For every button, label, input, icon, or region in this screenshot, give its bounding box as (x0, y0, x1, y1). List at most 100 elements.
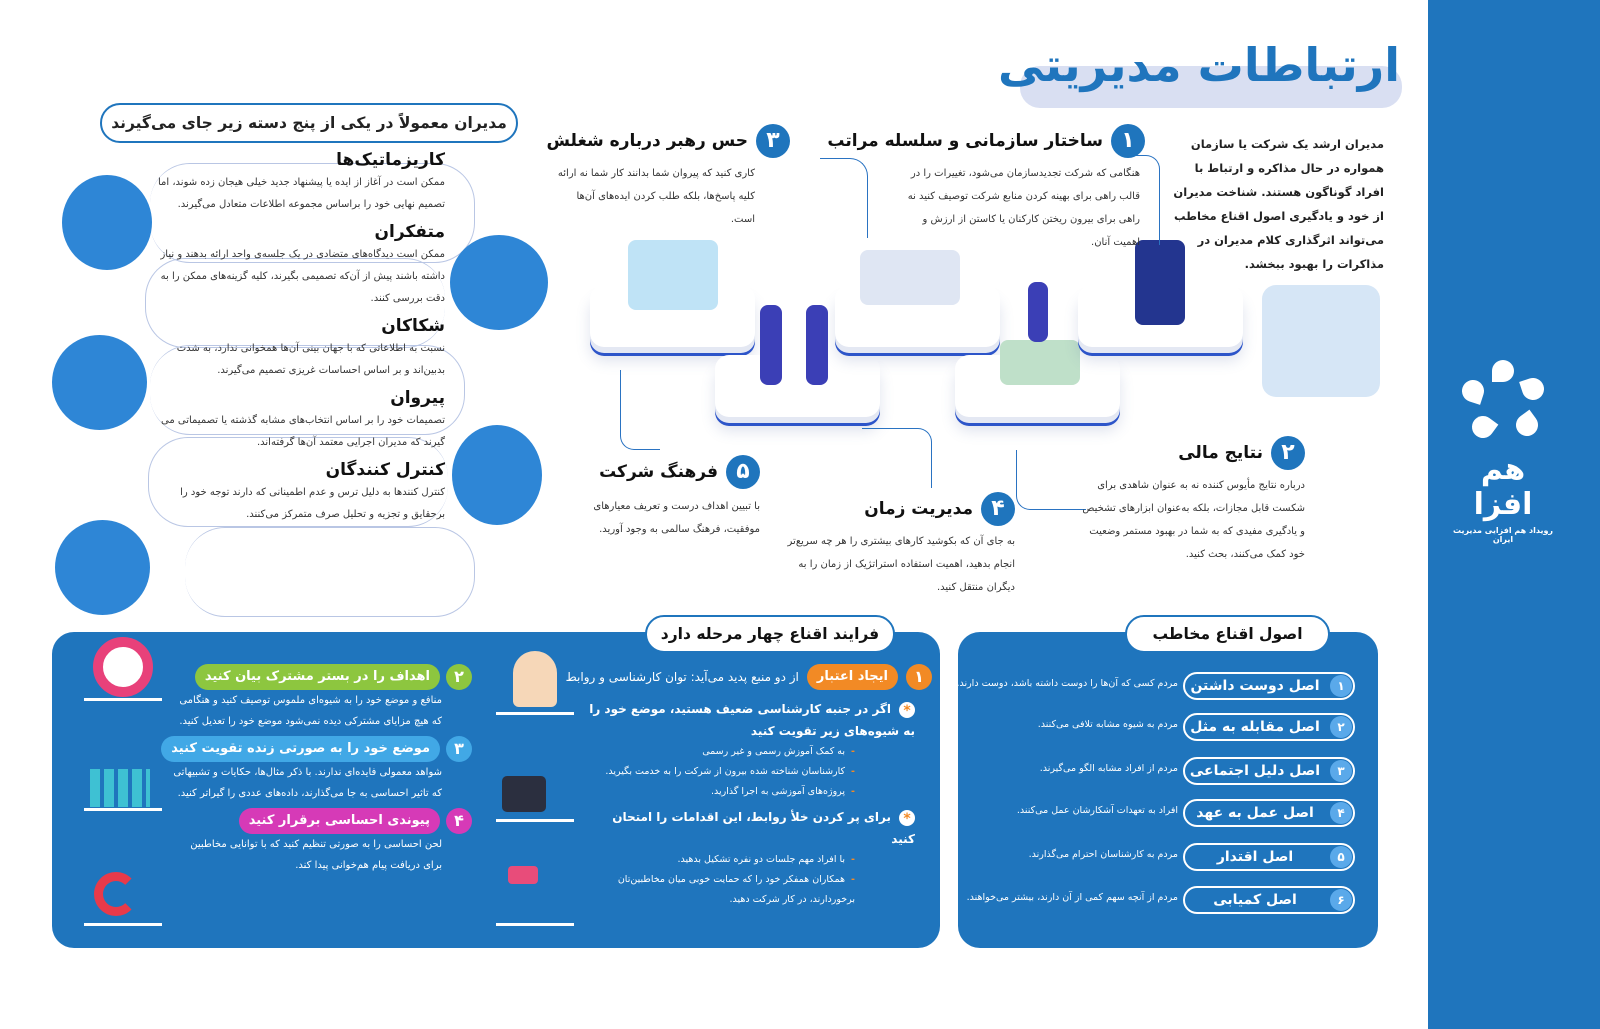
magnet-icon (84, 858, 162, 926)
type-followers: پیروان تصمیمات خود را بر اساس انتخاب‌های… (155, 386, 445, 454)
process-header: فرایند اقناع چهار مرحله دارد (645, 615, 895, 653)
step-1: ۱ ایجاد اعتبار از دو منبع پدید می‌آید: ت… (560, 664, 932, 690)
type-text: کنترل کنندها به دلیل ترس و عدم اطمینانی … (180, 487, 445, 520)
principle-description: مردم از افراد مشابه الگو می‌گیرند. (1039, 763, 1178, 774)
connector-line (620, 370, 660, 450)
number-badge: ۴ (981, 492, 1015, 526)
step-number: ۴ (446, 808, 472, 834)
growth-chart-icon (84, 745, 162, 811)
step-badge: پیوندی احساسی برقرار کنید (238, 808, 440, 834)
type-controllers: کنترل کنندگان کنترل کنندها به دلیل ترس و… (155, 458, 445, 526)
hamafza-logo: هم افزا رویداد هم افزایی مدیریت ایران (1448, 360, 1558, 544)
principles-panel (958, 632, 1378, 948)
type-title: کاریزماتیک‌ها (336, 150, 445, 170)
principle-number: ۳ (1330, 760, 1352, 782)
principle-title: اصل مقابله به مثل (1190, 719, 1320, 735)
item-3: ۳حس رهبر درباره شغلش کاری کنید که پیروان… (546, 124, 790, 231)
controllers-illustration (55, 520, 150, 615)
step-text: منافع و موضع خود را به شیوه‌ای ملموس توص… (179, 695, 442, 727)
asterisk-icon: * (899, 701, 915, 719)
curve-line (150, 163, 475, 263)
type-text: تصمیمات خود را بر اساس انتخاب‌های مشابه … (160, 415, 445, 448)
handshake-illustration (1262, 285, 1380, 397)
manager-types-header: مدیران معمولاً در یکی از پنج دسته زیر جا… (100, 103, 518, 143)
followers-illustration (452, 425, 542, 525)
principle-pill: اصل مقابله به مثل (1183, 713, 1355, 741)
group-title: اگر در جنبه کارشناسی ضعیف هستید، موضع خو… (589, 702, 915, 738)
type-text: نسبت به اطلاعاتی که با جهان بینی آن‌ها ه… (176, 343, 445, 376)
type-text: ممکن است دیدگاه‌های متضادی در یک جلسه‌ی … (160, 249, 445, 304)
principle-pill: اصل دلیل اجتماعی (1183, 757, 1355, 785)
step-text: شواهد معمولی فایده‌ای ندارند. با ذکر مثا… (173, 767, 442, 799)
type-title: کنترل کنندگان (325, 460, 445, 480)
type-text: ممکن است در آغاز از ایده یا پیشنهاد جدید… (157, 177, 445, 210)
principle-pill: اصل عمل به عهد (1183, 799, 1355, 827)
item-4: ۴مدیریت زمان به جای آن که بکوشید کارهای … (775, 492, 1015, 599)
step-badge: ایجاد اعتبار (806, 664, 898, 690)
target-icon (84, 635, 162, 701)
step-1-groups: *اگر در جنبه کارشناسی ضعیف هستید، موضع خ… (585, 698, 915, 910)
type-title: متفکران (374, 222, 446, 242)
principle-number: ۱ (1330, 675, 1352, 697)
item-text: هنگامی که شرکت تجدیدسازمان می‌شود، تغییر… (907, 168, 1140, 248)
type-skeptics: شکاکان نسبت به اطلاعاتی که با جهان بینی … (155, 314, 445, 382)
item-text: کاری کنید که پیروان شما بدانند کار شما ن… (557, 168, 755, 225)
principle-description: مردم به شیوه مشابه تلافی می‌کنند. (1037, 719, 1178, 730)
connector-line (1120, 155, 1160, 245)
connector-line (1016, 450, 1086, 510)
step-text: لحن احساسی را به صورتی تنظیم کنید که با … (190, 839, 442, 871)
office-desk-illustration (628, 240, 718, 310)
connector-line (862, 428, 932, 488)
item-text: با تبیین اهداف درست و تعریف معیارهای موف… (593, 501, 760, 535)
platform-handshake (715, 355, 880, 417)
manager-types-list: کاریزماتیک‌ها ممکن است در آغاز از ایده ی… (155, 148, 445, 530)
charismatic-illustration (62, 175, 152, 270)
item-title: ساختار سازمانی و سلسله مراتب (827, 131, 1103, 151)
principle-description: افراد به تعهدات آشکارشان عمل می‌کنند. (1016, 805, 1178, 816)
connector-line (820, 158, 868, 238)
step-number: ۳ (446, 736, 472, 762)
logo-name: هم افزا (1473, 452, 1533, 522)
item-5: ۵فرهنگ شرکت با تبیین اهداف درست و تعریف … (560, 455, 760, 541)
businessman-illustration (760, 305, 782, 385)
expert-person-icon (496, 645, 574, 715)
type-title: پیروان (390, 388, 445, 408)
item-text: به جای آن که بکوشید کارهای بیشتری را هر … (787, 536, 1015, 593)
item-1: ۱ ساختار سازمانی و سلسله مراتب هنگامی که … (827, 124, 1145, 254)
step-1-group-relations: *برای پر کردن خلأ روابط، این اقدامات را … (585, 806, 915, 910)
principles-header: اصول اقناع مخاطب (1125, 615, 1330, 653)
curve-line (148, 437, 448, 527)
type-charismatic: کاریزماتیک‌ها ممکن است در آغاز از ایده ی… (155, 148, 445, 216)
principle-description: مردم به کارشناسان احترام می‌گذارند. (1028, 849, 1178, 860)
principle-title: اصل دوست داشتن (1190, 678, 1320, 694)
money-stack-illustration (1000, 340, 1080, 385)
principle-number: ۴ (1330, 802, 1352, 824)
number-badge: ۵ (726, 455, 760, 489)
intro-paragraph: مدیران ارشد یک شرکت یا سازمان همواره در … (1173, 137, 1384, 271)
item-text: درباره نتایج مأیوس کننده نه به عنوان شاه… (1082, 480, 1305, 560)
principle-number: ۲ (1330, 716, 1352, 738)
group-title: برای پر کردن خلأ روابط، این اقدامات را ا… (612, 810, 915, 846)
step-number: ۱ (906, 664, 932, 690)
item-2: ۲نتایج مالی درباره نتایج مأیوس کننده نه … (1080, 436, 1305, 566)
principle-title: اصل عمل به عهد (1196, 805, 1314, 821)
item-title: نتایج مالی (1178, 443, 1263, 463)
number-badge: ۳ (756, 124, 790, 158)
principle-description: مردم از آنچه سهم کمی از آن دارند، بیشتر … (966, 892, 1178, 903)
principle-pill: اصل دوست داشتن (1183, 672, 1355, 700)
thinkers-illustration (450, 235, 548, 330)
principle-title: اصل کمیابی (1213, 892, 1297, 908)
skeptics-illustration (52, 335, 147, 430)
winner-illustration (1028, 282, 1048, 342)
bullet-item: -به کمک آموزش رسمی و غیر رسمی (702, 746, 855, 757)
curve-line (145, 258, 445, 348)
asterisk-icon: * (899, 809, 915, 827)
step-number: ۲ (446, 664, 472, 690)
title-highlight (1020, 66, 1402, 108)
meeting-desk-illustration (860, 250, 960, 305)
logo-flower-icon (1459, 360, 1547, 446)
number-badge: ۱ (1111, 124, 1145, 158)
page-title: ارتباطات مدیریتی (998, 38, 1400, 92)
